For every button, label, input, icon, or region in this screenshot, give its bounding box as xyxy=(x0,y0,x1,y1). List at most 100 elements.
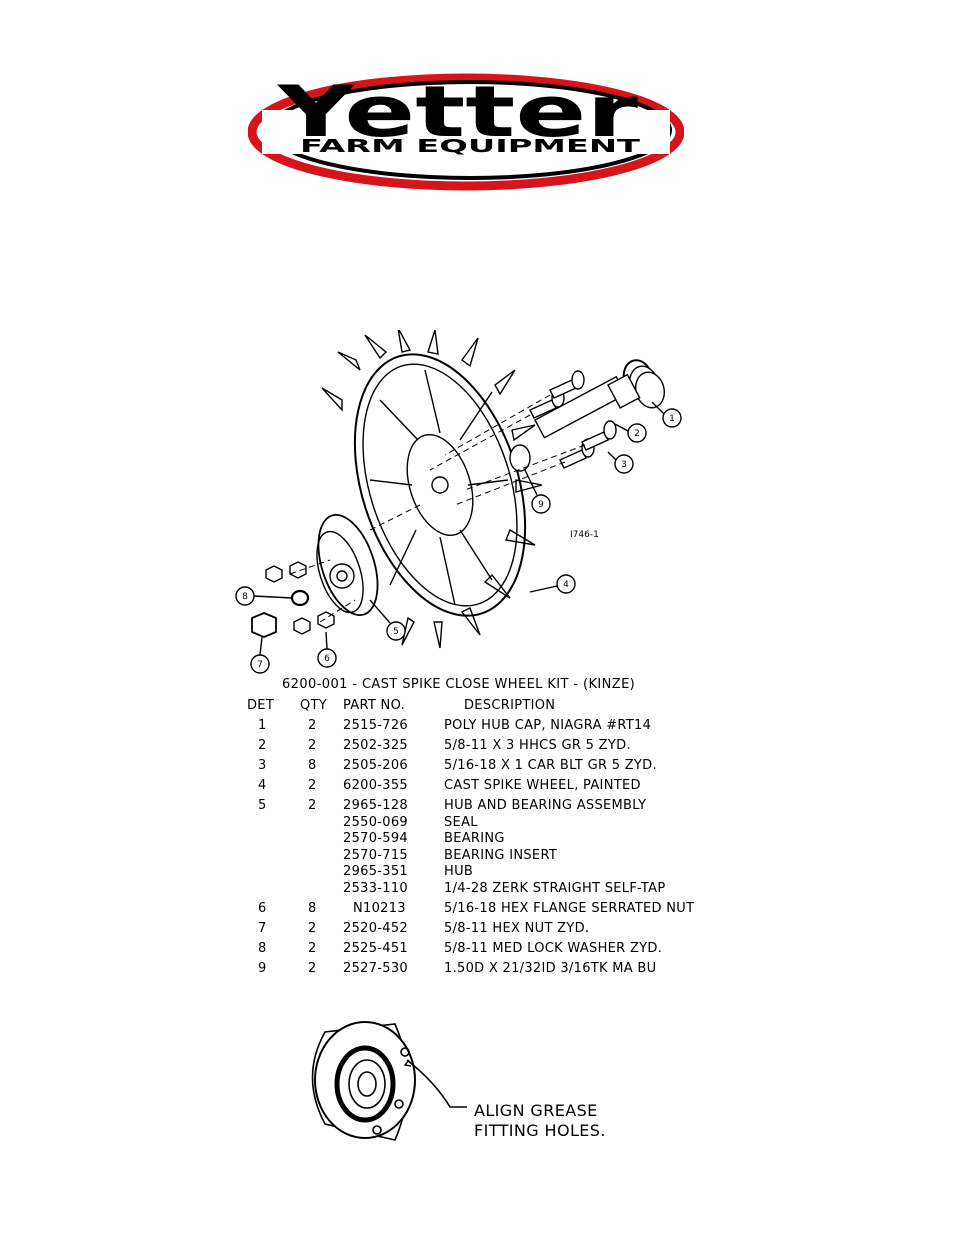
callout-4-label: 4 xyxy=(563,580,569,590)
table-row: 4 2 6200-355 CAST SPIKE WHEEL, PAINTED xyxy=(244,778,724,798)
callout-3-label: 3 xyxy=(621,460,627,470)
row-det: 4 xyxy=(258,778,267,793)
row-part-no: 2965-351 xyxy=(343,864,408,879)
row-qty: 8 xyxy=(308,758,317,773)
yetter-logo: Yetter FARM EQUIPMENT xyxy=(248,71,684,191)
note-line-1: ALIGN GREASE xyxy=(474,1101,598,1120)
row-part-no: 2570-594 xyxy=(343,831,408,846)
row-qty: 2 xyxy=(308,960,317,976)
callout-1-label: 1 xyxy=(669,414,675,424)
callout-4 xyxy=(529,574,576,594)
row-description: BEARING xyxy=(444,831,505,846)
callout-7 xyxy=(250,636,270,674)
row-description: 1/4-28 ZERK STRAIGHT SELF-TAP xyxy=(444,880,666,896)
row-qty: 2 xyxy=(308,940,317,956)
note-line-2: FITTING HOLES. xyxy=(474,1121,606,1140)
row-description: POLY HUB CAP, NIAGRA #RT14 xyxy=(444,718,652,733)
row-det: 9 xyxy=(258,960,267,976)
row-det: 2 xyxy=(258,738,267,753)
table-row: 5 2 2965-128 HUB AND BEARING ASSEMBLY xyxy=(244,798,724,815)
row-part-no: 2525-451 xyxy=(343,940,408,956)
parts-table-header: DET QTY PART NO. DESCRIPTION xyxy=(244,698,724,718)
header-qty: QTY xyxy=(300,698,328,713)
hex-nut xyxy=(251,612,277,638)
row-qty: 2 xyxy=(308,778,317,793)
row-part-no: 2570-715 xyxy=(343,847,408,863)
table-row: 6 8 N10213 5/16-18 HEX FLANGE SERRATED N… xyxy=(244,901,724,921)
exploded-assembly-diagram: 1 2 3 4 5 6 6 7 8 9 I746-1 xyxy=(235,330,682,674)
row-det: 7 xyxy=(258,920,267,936)
row-description: HUB AND BEARING ASSEMBLY xyxy=(444,798,647,813)
row-description: CAST SPIKE WHEEL, PAINTED xyxy=(444,778,641,793)
table-row: 2 2 2502-325 5/8-11 X 3 HHCS GR 5 ZYD. xyxy=(244,738,724,758)
table-row: 2965-351 HUB xyxy=(244,864,724,881)
hub-bearing-assembly xyxy=(316,513,379,617)
row-part-no: 2533-110 xyxy=(343,880,408,896)
table-row: 2570-715 BEARING INSERT xyxy=(244,848,724,865)
callout-8-label: 8 xyxy=(242,592,248,602)
logo-tagline: FARM EQUIPMENT xyxy=(300,136,641,157)
row-part-no: 2502-325 xyxy=(343,738,408,753)
row-part-no: 2515-726 xyxy=(343,718,408,733)
row-description: HUB xyxy=(444,864,474,879)
row-det: 6 xyxy=(258,900,267,916)
drawing-id: I746-1 xyxy=(570,530,599,540)
row-part-no: 2527-530 xyxy=(343,960,408,976)
header-det: DET xyxy=(247,698,275,713)
align-grease-note: ALIGN GREASE FITTING HOLES. xyxy=(474,1101,606,1141)
row-det: 3 xyxy=(258,758,267,773)
cast-spike-wheel xyxy=(321,330,543,649)
callout-9-label: 9 xyxy=(538,500,544,510)
table-row: 9 2 2527-530 1.50D X 21/32ID 3/16TK MA B… xyxy=(244,961,724,981)
row-det: 1 xyxy=(258,718,267,733)
row-det: 8 xyxy=(258,940,267,956)
row-qty: 2 xyxy=(308,920,317,936)
header-description: DESCRIPTION xyxy=(464,698,556,713)
row-qty: 8 xyxy=(308,900,317,916)
row-part-no: 2550-069 xyxy=(343,814,408,830)
table-row: 8 2 2525-451 5/8-11 MED LOCK WASHER ZYD. xyxy=(244,941,724,961)
callout-5-label: 5 xyxy=(393,627,399,637)
callout-9 xyxy=(524,469,551,514)
parts-table: DET QTY PART NO. DESCRIPTION 1 2 2515-72… xyxy=(244,698,724,981)
header-part-no: PART NO. xyxy=(343,698,406,713)
carriage-bolts xyxy=(529,370,617,469)
table-row: 2550-069 SEAL xyxy=(244,815,724,832)
callout-2 xyxy=(614,423,647,443)
callout-3 xyxy=(607,451,634,474)
row-description: 5/16-18 HEX FLANGE SERRATED NUT xyxy=(444,900,695,916)
table-row: 7 2 2520-452 5/8-11 HEX NUT ZYD. xyxy=(244,921,724,941)
row-part-no: N10213 xyxy=(353,900,406,916)
row-part-no: 2520-452 xyxy=(343,920,408,936)
row-qty: 2 xyxy=(308,738,317,753)
row-qty: 2 xyxy=(308,798,317,813)
callout-1 xyxy=(651,401,682,428)
table-row: 2570-594 BEARING xyxy=(244,831,724,848)
row-description: 5/16-18 X 1 CAR BLT GR 5 ZYD. xyxy=(444,758,657,773)
row-part-no: 2505-206 xyxy=(343,758,408,773)
callout-8 xyxy=(235,586,293,606)
logo-swoosh-red xyxy=(248,73,684,191)
lock-washer xyxy=(290,589,310,607)
row-det: 5 xyxy=(258,798,267,813)
row-description: 5/8-11 HEX NUT ZYD. xyxy=(444,920,590,936)
callout-6a-label: 6 xyxy=(324,654,330,664)
washer xyxy=(509,444,531,472)
callout-7-label: 7 xyxy=(257,660,263,670)
row-qty: 2 xyxy=(308,718,317,733)
callout-5 xyxy=(369,599,406,641)
hub-grease-fitting-detail xyxy=(311,1021,467,1141)
row-part-no: 6200-355 xyxy=(343,778,408,793)
hhcs-bolt xyxy=(534,373,641,439)
row-description: 5/8-11 MED LOCK WASHER ZYD. xyxy=(444,940,663,956)
kit-title: 6200-001 - CAST SPIKE CLOSE WHEEL KIT - … xyxy=(282,677,636,692)
logo-brand-text: Yetter xyxy=(277,71,639,153)
row-description: SEAL xyxy=(444,814,478,830)
table-row: 2533-110 1/4-28 ZERK STRAIGHT SELF-TAP xyxy=(244,881,724,901)
table-row: 1 2 2515-726 POLY HUB CAP, NIAGRA #RT14 xyxy=(244,718,724,738)
flange-nuts xyxy=(265,561,335,635)
row-description: BEARING INSERT xyxy=(444,847,558,863)
row-description: 1.50D X 21/32ID 3/16TK MA BU xyxy=(444,960,657,976)
row-part-no: 2965-128 xyxy=(343,798,408,813)
table-row: 3 8 2505-206 5/16-18 X 1 CAR BLT GR 5 ZY… xyxy=(244,758,724,778)
